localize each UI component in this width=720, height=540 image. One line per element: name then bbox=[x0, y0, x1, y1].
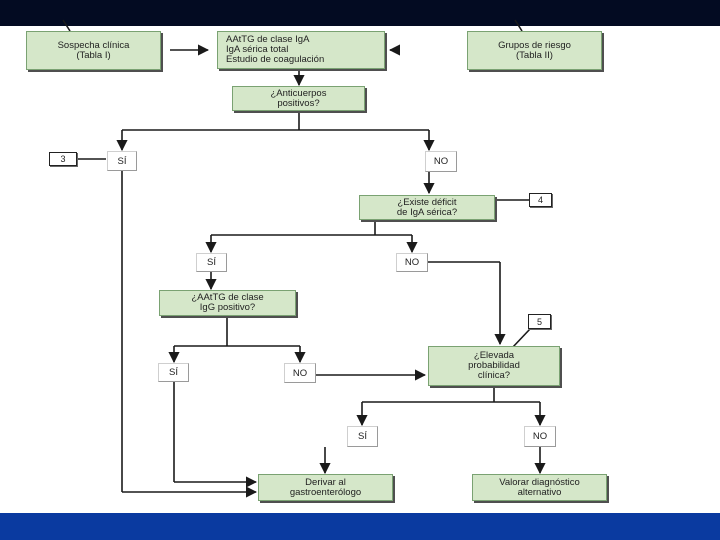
label-si-deficit: SÍ bbox=[196, 253, 227, 272]
label-si-igg: SÍ bbox=[158, 363, 189, 382]
label-si-anticuerpos: SÍ bbox=[107, 151, 137, 171]
label-no-igg: NO bbox=[284, 363, 316, 383]
box-derivar-gastroenterologo: Derivar al gastroenterólogo bbox=[258, 474, 393, 501]
header-bar bbox=[0, 0, 720, 26]
box-aatg-igg: ¿AAtTG de clase IgG positivo? bbox=[159, 290, 296, 316]
connector-line bbox=[62, 19, 71, 32]
box-aatg-iga: AAtTG de clase IgA IgA sérica total Estu… bbox=[217, 31, 385, 69]
label-no-deficit: NO bbox=[396, 253, 428, 272]
box-elevada-probabilidad: ¿Elevada probabilidad clínica? bbox=[428, 346, 560, 386]
box-grupos-riesgo: Grupos de riesgo (Tabla II) bbox=[467, 31, 602, 70]
box-sospecha-clinica: Sospecha clínica (Tabla I) bbox=[26, 31, 161, 70]
box-deficit-iga: ¿Existe déficit de IgA sérica? bbox=[359, 195, 495, 220]
label-si-elevada: SÍ bbox=[347, 426, 378, 447]
reference-number-4: 4 bbox=[529, 193, 552, 207]
connector-line bbox=[511, 328, 531, 349]
label-no-anticuerpos: NO bbox=[425, 151, 457, 172]
connector-line bbox=[514, 19, 523, 32]
box-valorar-diagnostico: Valorar diagnóstico alternativo bbox=[472, 474, 607, 501]
reference-number-3: 3 bbox=[49, 152, 77, 166]
label-no-elevada: NO bbox=[524, 426, 556, 447]
footer-bar bbox=[0, 513, 720, 540]
box-anticuerpos-positivos: ¿Anticuerpos positivos? bbox=[232, 86, 365, 111]
reference-number-5: 5 bbox=[528, 314, 551, 329]
